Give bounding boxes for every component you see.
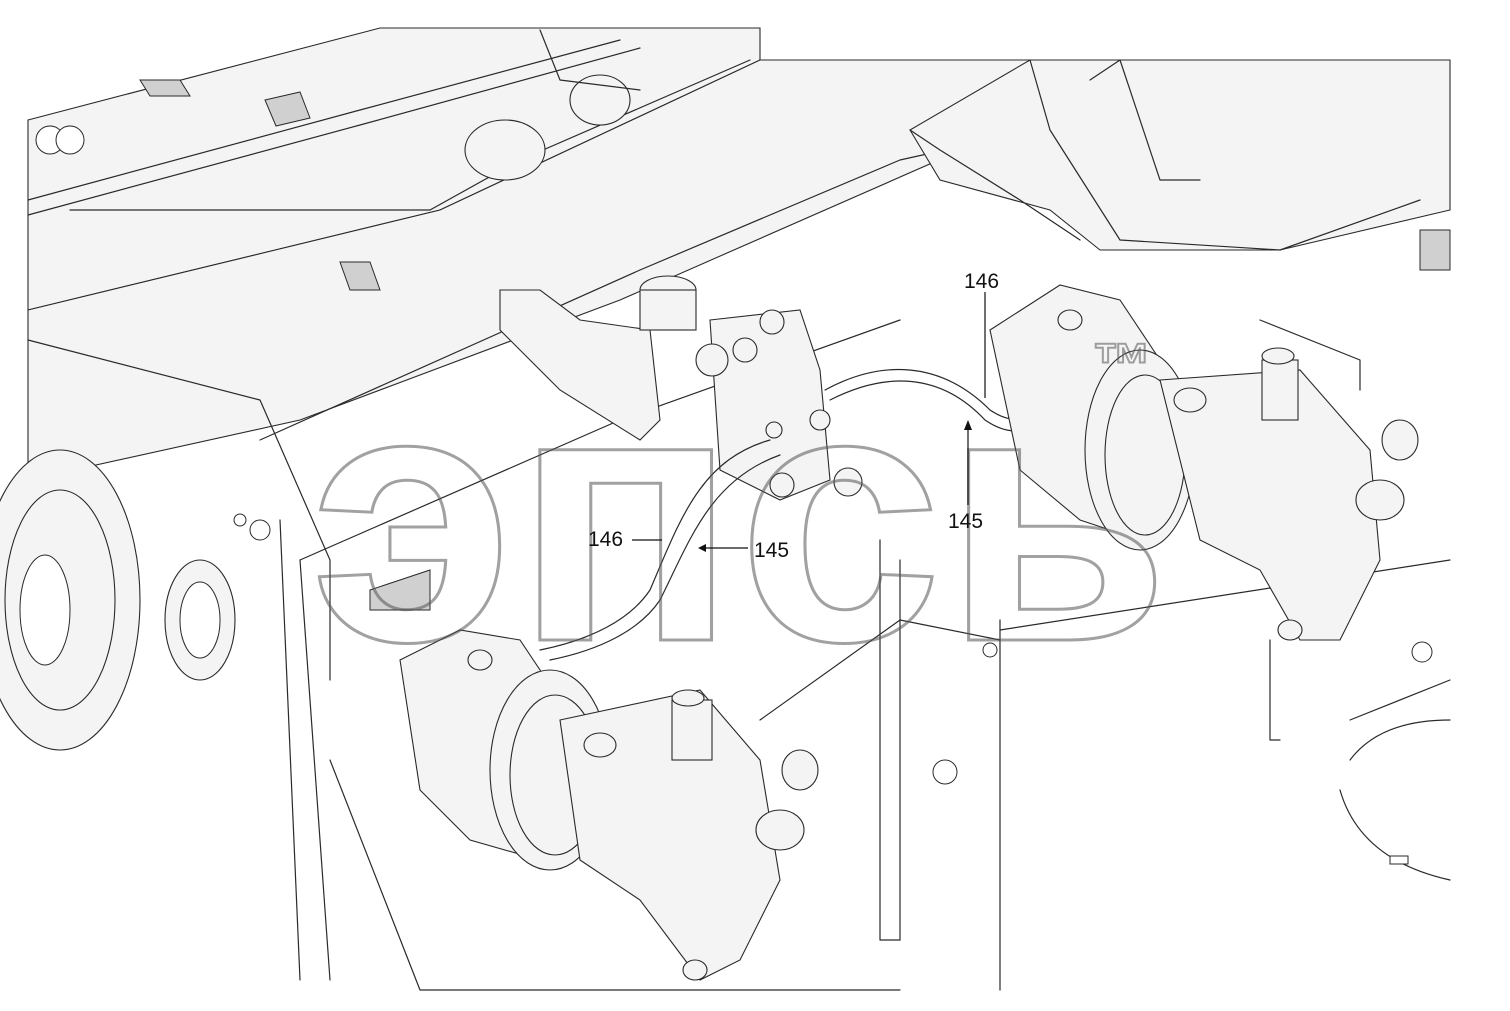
callout-label: 145 bbox=[948, 510, 983, 533]
watermark-tm: ™ bbox=[1092, 331, 1152, 398]
callout-146-lower: 146 bbox=[588, 528, 662, 551]
watermark: эпсь ™ bbox=[309, 314, 1172, 719]
pump-motor-upper bbox=[989, 284, 1419, 641]
callout-label: 146 bbox=[964, 270, 999, 293]
callout-label: 145 bbox=[754, 539, 789, 562]
callout-145-upper: 145 bbox=[948, 420, 983, 533]
callout-145-lower: 145 bbox=[698, 539, 789, 562]
callout-146-upper: 146 bbox=[964, 270, 999, 398]
valve-block bbox=[499, 275, 863, 501]
left-drive-hub bbox=[0, 339, 331, 751]
callout-label: 146 bbox=[588, 528, 623, 551]
hoses bbox=[539, 349, 1091, 661]
watermark-text: эпсь bbox=[310, 315, 1170, 717]
pump-motor-lower bbox=[399, 629, 819, 981]
upper-sprocket bbox=[464, 29, 641, 181]
